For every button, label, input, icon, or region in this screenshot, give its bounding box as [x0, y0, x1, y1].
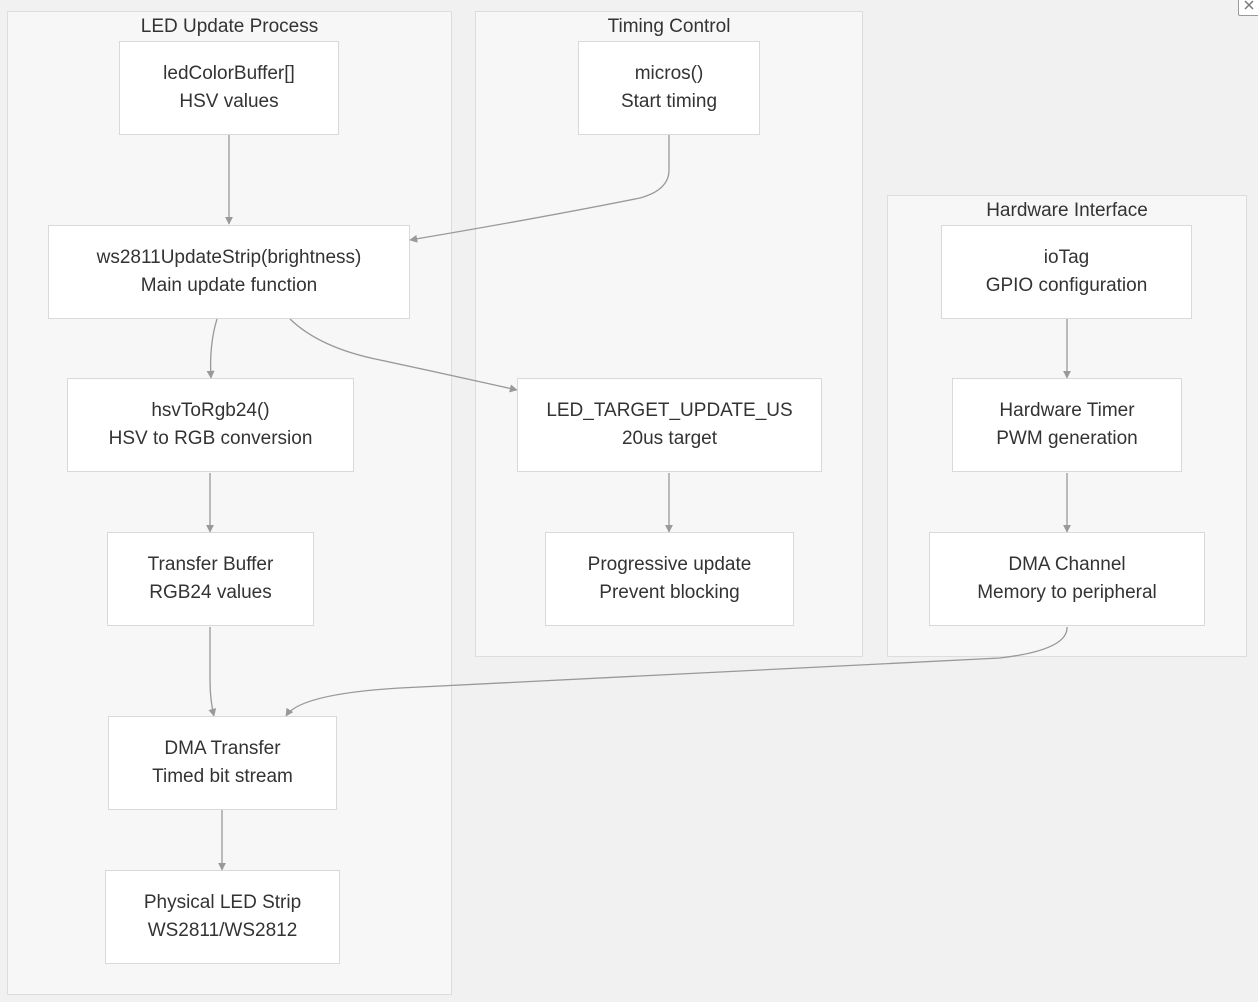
node-dma-channel: DMA Channel Memory to peripheral — [929, 532, 1205, 626]
node-transfer-buffer-title: Transfer Buffer — [147, 554, 274, 575]
cluster-led-update-process: LED Update Process — [7, 11, 452, 995]
node-dma-transfer: DMA Transfer Timed bit stream — [108, 716, 337, 810]
node-dma-channel-title: DMA Channel — [1008, 554, 1126, 575]
node-led-color-buffer-title: ledColorBuffer[] — [163, 63, 295, 84]
cluster-title-timing-control: Timing Control — [607, 16, 731, 37]
node-physical-led-strip-title: Physical LED Strip — [143, 892, 302, 913]
node-led-target-update-title: LED_TARGET_UPDATE_US — [546, 400, 793, 421]
node-micros-title: micros() — [634, 63, 704, 84]
node-hardware-timer-title: Hardware Timer — [999, 400, 1135, 421]
node-progressive-update: Progressive update Prevent blocking — [545, 532, 794, 626]
node-update-strip: ws2811UpdateStrip(brightness) Main updat… — [48, 225, 410, 319]
node-progressive-update-title: Progressive update — [587, 554, 752, 575]
node-led-target-update: LED_TARGET_UPDATE_US 20us target — [517, 378, 822, 472]
node-update-strip-title: ws2811UpdateStrip(brightness) — [96, 247, 362, 268]
node-led-target-update-subtitle: 20us target — [621, 428, 718, 449]
node-led-color-buffer: ledColorBuffer[] HSV values — [119, 41, 339, 135]
node-dma-transfer-title: DMA Transfer — [164, 738, 281, 759]
cluster-title-led-update-process: LED Update Process — [140, 16, 319, 37]
node-hardware-timer: Hardware Timer PWM generation — [952, 378, 1182, 472]
close-icon — [1244, 0, 1254, 10]
node-transfer-buffer: Transfer Buffer RGB24 values — [107, 532, 314, 626]
node-transfer-buffer-subtitle: RGB24 values — [149, 582, 272, 603]
close-button[interactable] — [1238, 0, 1258, 16]
node-physical-led-strip: Physical LED Strip WS2811/WS2812 — [105, 870, 340, 964]
node-physical-led-strip-subtitle: WS2811/WS2812 — [147, 920, 298, 941]
node-hsv-to-rgb: hsvToRgb24() HSV to RGB conversion — [67, 378, 354, 472]
node-led-color-buffer-subtitle: HSV values — [179, 91, 279, 112]
node-hsv-to-rgb-subtitle: HSV to RGB conversion — [108, 428, 313, 449]
node-micros-subtitle: Start timing — [620, 91, 718, 112]
node-dma-channel-subtitle: Memory to peripheral — [977, 582, 1157, 603]
cluster-title-hardware-interface: Hardware Interface — [986, 200, 1148, 221]
node-progressive-update-subtitle: Prevent blocking — [599, 582, 740, 603]
node-io-tag: ioTag GPIO configuration — [941, 225, 1192, 319]
node-hsv-to-rgb-title: hsvToRgb24() — [151, 400, 270, 421]
node-micros: micros() Start timing — [578, 41, 760, 135]
node-io-tag-subtitle: GPIO configuration — [985, 275, 1148, 296]
node-hardware-timer-subtitle: PWM generation — [996, 428, 1138, 449]
node-dma-transfer-subtitle: Timed bit stream — [152, 766, 293, 787]
node-io-tag-title: ioTag — [1043, 247, 1090, 268]
node-update-strip-subtitle: Main update function — [140, 275, 318, 296]
